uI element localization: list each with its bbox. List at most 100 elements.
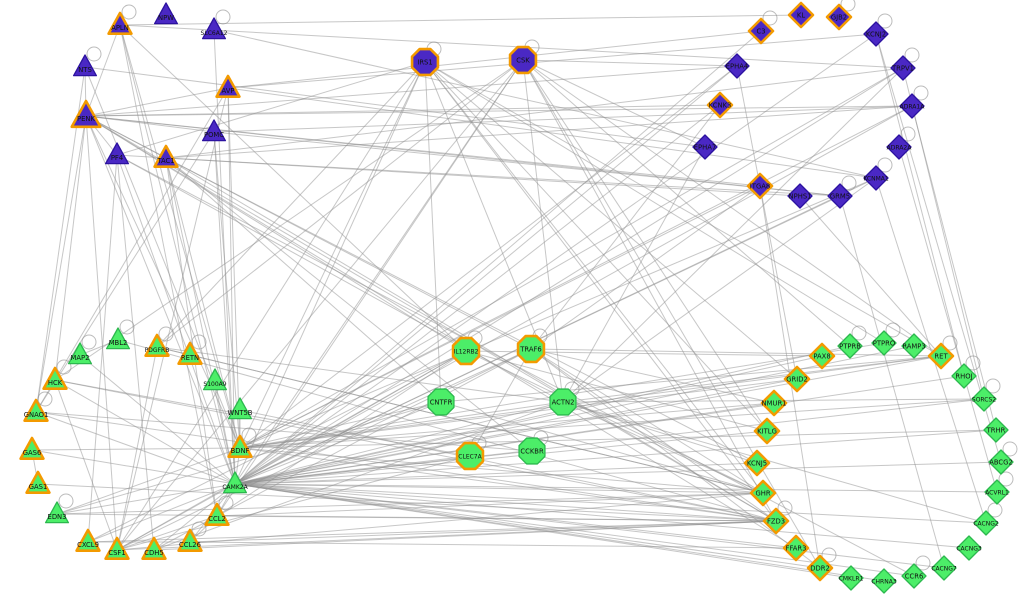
edge <box>119 24 904 69</box>
edge <box>227 87 241 449</box>
node-CHRNA3[interactable]: CHRNA3 <box>871 568 897 594</box>
node-ACVRL1[interactable]: ACVRL1 <box>984 479 1010 505</box>
node-CACNG7[interactable]: CACNG7 <box>931 555 957 581</box>
node-C3[interactable]: C3 <box>747 17 775 45</box>
edge <box>213 131 236 485</box>
node-MAP2[interactable]: MAP2 <box>67 342 93 365</box>
node-KCNJ2[interactable]: KCNJ2 <box>863 21 889 47</box>
node-TRAF6[interactable]: TRAF6 <box>516 334 546 364</box>
edge <box>898 146 998 493</box>
node-PAX8[interactable]: PAX8 <box>808 342 836 370</box>
node-NPW[interactable]: NPW <box>153 2 179 25</box>
triangle-node-shape <box>177 528 203 552</box>
node-GJB2[interactable]: GJB2 <box>825 3 853 31</box>
node-SLC6A12[interactable]: SLC6A12 <box>201 17 228 40</box>
node-NTS[interactable]: NTS <box>72 54 98 77</box>
node-CCL2[interactable]: CCL2 <box>204 502 230 526</box>
octagon-node-shape <box>455 441 485 471</box>
node-CACNG3[interactable]: CACNG3 <box>956 535 982 561</box>
node-CLEC7A[interactable]: CLEC7A <box>455 441 485 471</box>
self-loop <box>900 126 916 142</box>
edge <box>465 350 764 494</box>
edge <box>165 157 218 517</box>
octagon-node-shape <box>410 47 440 77</box>
triangle-node-shape <box>25 470 51 494</box>
self-loop <box>821 547 837 563</box>
edge <box>116 154 155 551</box>
edge <box>117 339 777 522</box>
node-CNTFR[interactable]: CNTFR <box>427 388 455 416</box>
node-CSK[interactable]: CSK <box>508 45 538 75</box>
edge <box>56 492 764 515</box>
node-ADRA1A[interactable]: ADRA1A <box>899 93 926 119</box>
node-SORCS2[interactable]: SORCS2 <box>971 386 997 412</box>
node-EPHA4[interactable]: EPHA4 <box>724 53 750 79</box>
edge <box>54 115 87 381</box>
node-CACNG2[interactable]: CACNG2 <box>973 510 999 536</box>
diamond-node-shape <box>838 565 864 591</box>
diamond-node-shape <box>899 93 925 119</box>
edge <box>216 515 777 522</box>
edge <box>234 375 965 485</box>
node-ABCG2[interactable]: ABCG2 <box>988 449 1014 475</box>
node-TAC1[interactable]: TAC1 <box>153 144 179 168</box>
node-NPHS1[interactable]: NPHS1 <box>787 183 813 209</box>
node-ACTN2[interactable]: ACTN2 <box>549 388 577 416</box>
triangle-node-shape <box>204 502 230 526</box>
diamond-node-shape <box>984 479 1010 505</box>
node-RAMP3[interactable]: RAMP3 <box>901 333 927 359</box>
edge <box>234 483 970 549</box>
diamond-node-shape <box>983 417 1009 443</box>
edge <box>239 402 775 449</box>
node-IL12RB2[interactable]: IL12RB2 <box>451 336 481 366</box>
node-IRS1[interactable]: IRS1 <box>410 47 440 77</box>
edge <box>239 67 904 449</box>
node-KL[interactable]: KL <box>787 1 815 29</box>
self-loop <box>913 85 929 101</box>
edge <box>85 115 236 485</box>
edge <box>239 401 564 449</box>
self-loop <box>215 9 231 25</box>
diamond-node-shape <box>931 555 957 581</box>
node-CCR6[interactable]: CCR6 <box>901 563 927 589</box>
edge <box>85 115 241 449</box>
edge <box>424 61 764 494</box>
node-ADRA2A[interactable]: ADRA2A <box>886 134 913 160</box>
octagon-node-shape <box>516 334 546 364</box>
node-GNAO1[interactable]: GNAO1 <box>23 398 49 422</box>
node-PF4[interactable]: PF4 <box>104 142 130 165</box>
node-KCNMA1[interactable]: KCNMA1 <box>863 165 889 191</box>
edge <box>116 61 426 156</box>
node-CCKBR[interactable]: CCKBR <box>518 437 546 465</box>
node-CXCL9[interactable]: CXCL9 <box>75 528 101 552</box>
edge <box>213 29 877 179</box>
edge <box>234 483 777 522</box>
edge <box>87 350 467 543</box>
triangle-node-shape <box>67 342 93 365</box>
node-DDR2[interactable]: DDR2 <box>806 554 834 582</box>
edge <box>54 379 118 551</box>
node-NMUR1[interactable]: NMUR1 <box>760 389 788 417</box>
diamond-node-shape <box>890 55 916 81</box>
node-GRM5[interactable]: GRM5 <box>827 183 853 209</box>
self-loop <box>81 334 97 350</box>
node-GAS1[interactable]: GAS1 <box>25 470 51 494</box>
node-TRHR[interactable]: TRHR <box>983 417 1009 443</box>
node-HCK[interactable]: HCK <box>42 366 68 390</box>
edge <box>234 30 762 485</box>
node-APLN[interactable]: APLN <box>107 11 133 35</box>
node-PTPRO[interactable]: PTPRO <box>871 330 897 356</box>
edge <box>85 105 913 117</box>
edge <box>239 447 764 494</box>
edge <box>214 380 236 485</box>
node-RHOJ[interactable]: RHOJ <box>951 363 977 389</box>
edge <box>87 520 777 543</box>
diamond-node-shape <box>871 568 897 594</box>
edge <box>234 401 442 485</box>
node-GAS6[interactable]: GAS6 <box>19 436 45 460</box>
node-RET[interactable]: RET <box>927 342 955 370</box>
edge <box>116 348 532 551</box>
self-loop <box>840 0 856 12</box>
node-CMKLR1[interactable]: CMKLR1 <box>838 565 864 591</box>
